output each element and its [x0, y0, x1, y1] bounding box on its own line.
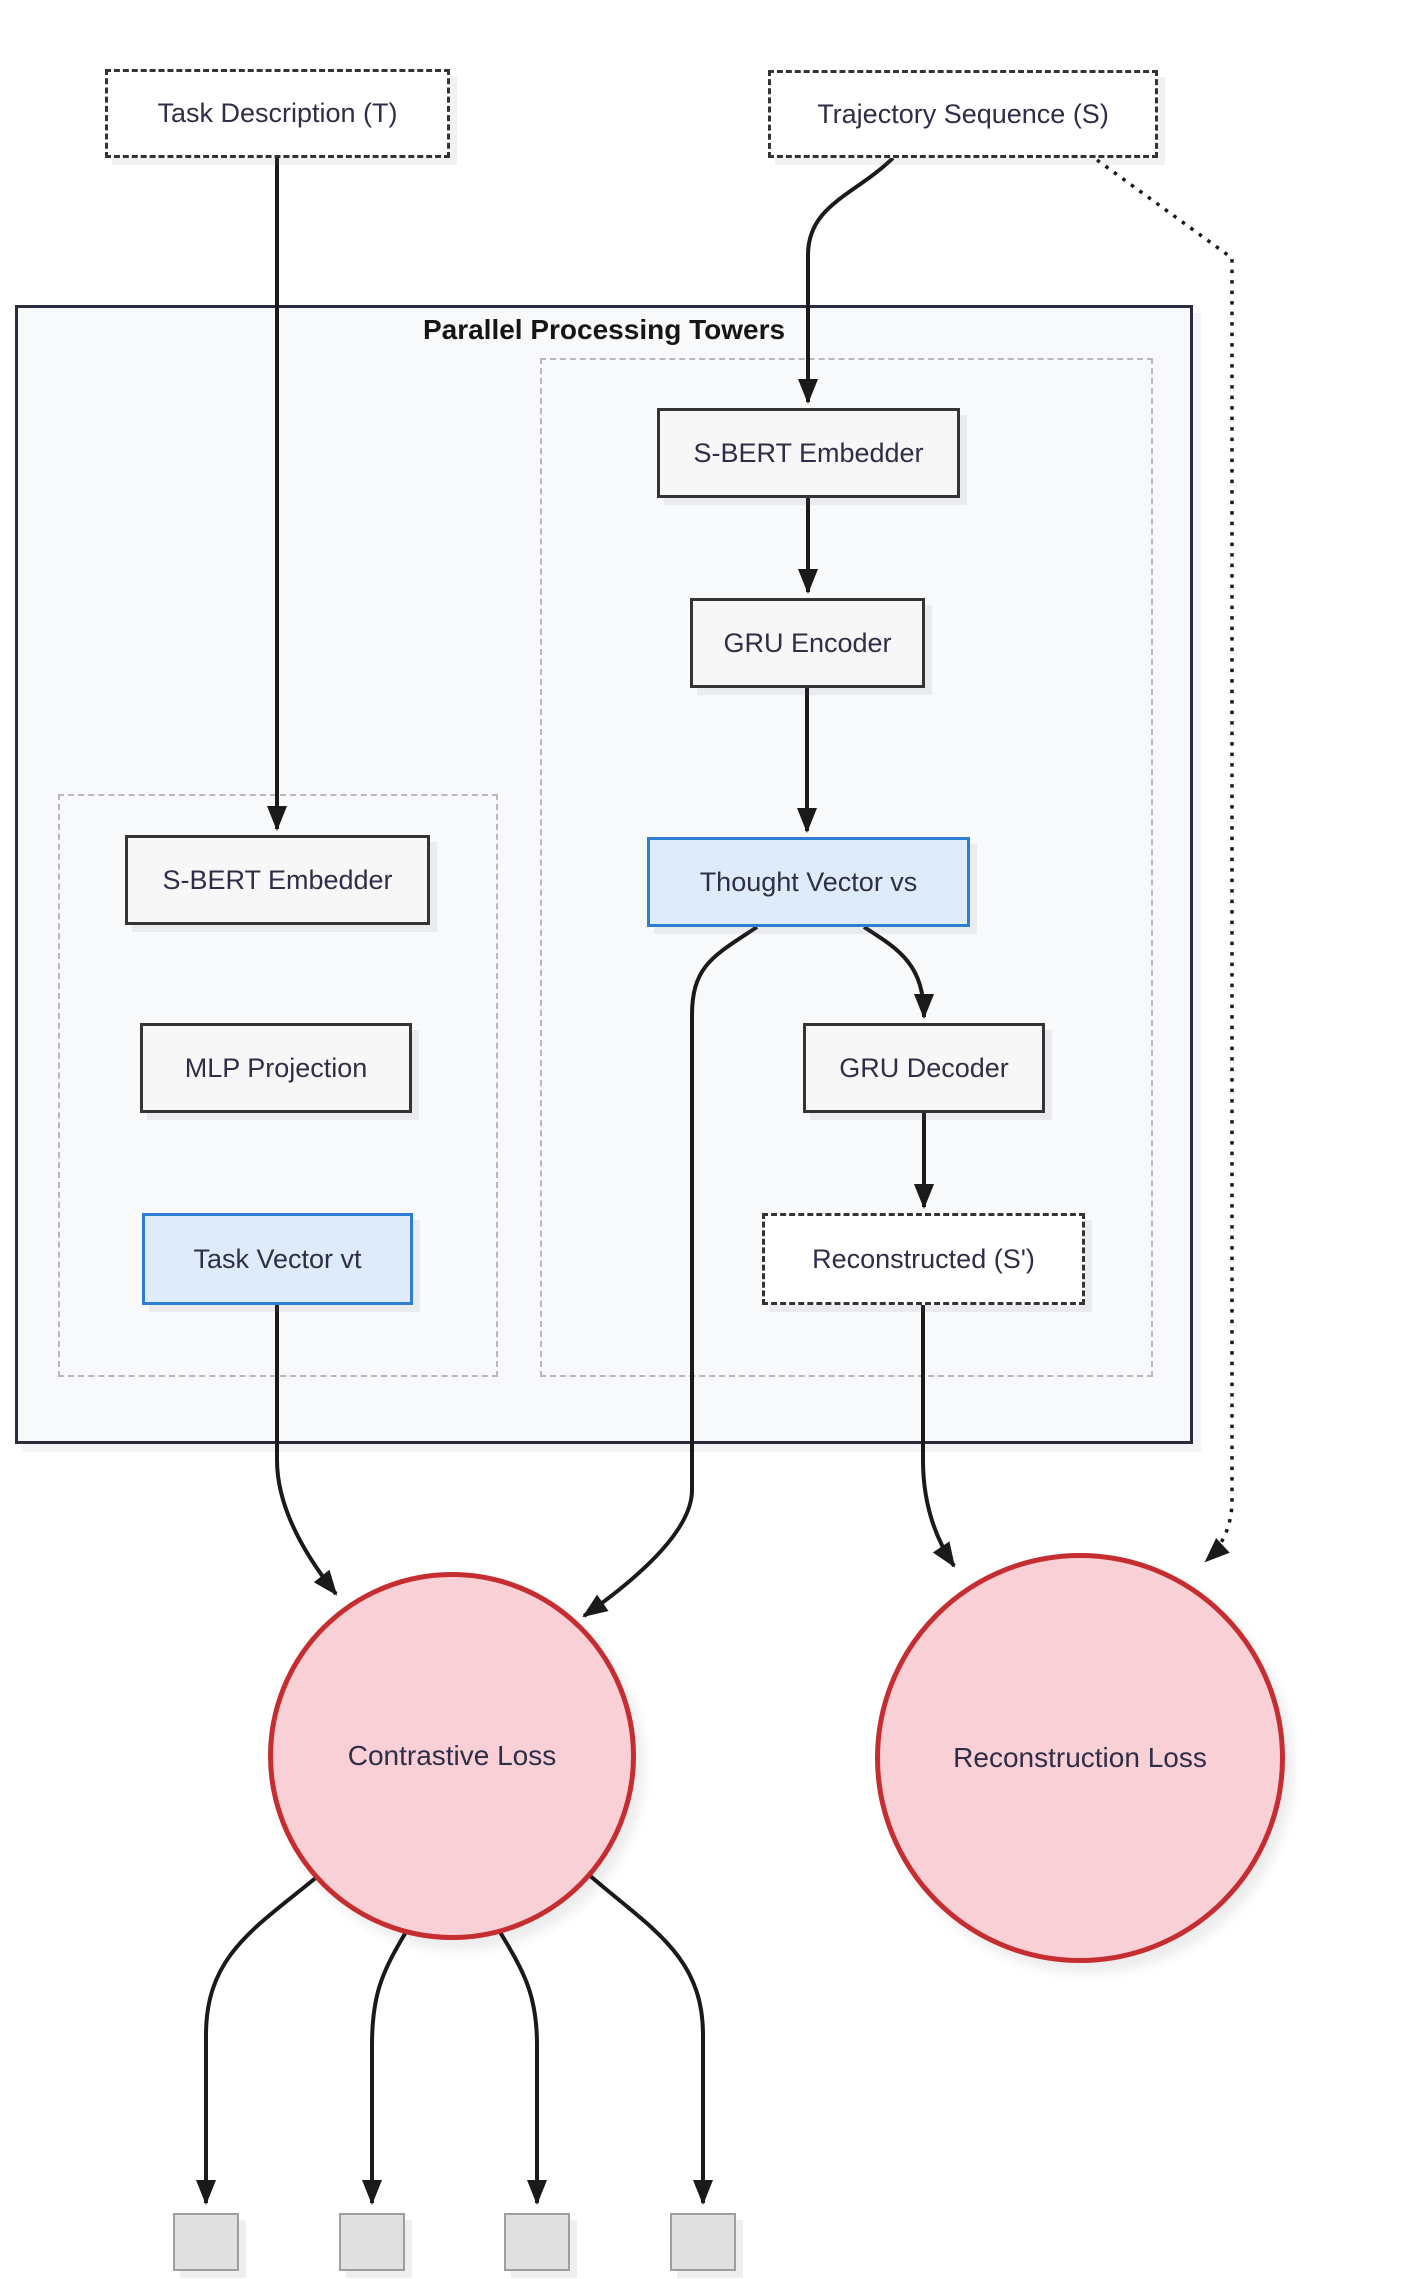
- node-task-description: Task Description (T): [105, 69, 450, 158]
- node-trajectory-sequence: Trajectory Sequence (S): [768, 70, 1158, 158]
- output-square-4: [670, 2213, 736, 2271]
- output-square-3: [504, 2213, 570, 2271]
- node-task-vector: Task Vector vt: [142, 1213, 413, 1305]
- edge-contrastive-to-output-3: [498, 1930, 547, 2205]
- node-sbert-embedder-right: S-BERT Embedder: [657, 408, 960, 498]
- node-reconstruction-loss: Reconstruction Loss: [875, 1553, 1285, 1963]
- edge-contrastive-to-output-4: [586, 1872, 713, 2205]
- node-thought-vector: Thought Vector vs: [647, 837, 970, 927]
- edge-contrastive-to-output-1: [196, 1874, 320, 2205]
- node-reconstructed: Reconstructed (S'): [762, 1213, 1085, 1305]
- node-sbert-embedder-left: S-BERT Embedder: [125, 835, 430, 925]
- output-square-2: [339, 2213, 405, 2271]
- node-gru-encoder: GRU Encoder: [690, 598, 925, 688]
- node-gru-decoder: GRU Decoder: [803, 1023, 1045, 1113]
- edge-contrastive-to-output-2: [362, 1930, 408, 2205]
- node-contrastive-loss: Contrastive Loss: [268, 1572, 636, 1940]
- output-square-1: [173, 2213, 239, 2271]
- container-title: Parallel Processing Towers: [422, 314, 786, 345]
- node-mlp-projection: MLP Projection: [140, 1023, 412, 1113]
